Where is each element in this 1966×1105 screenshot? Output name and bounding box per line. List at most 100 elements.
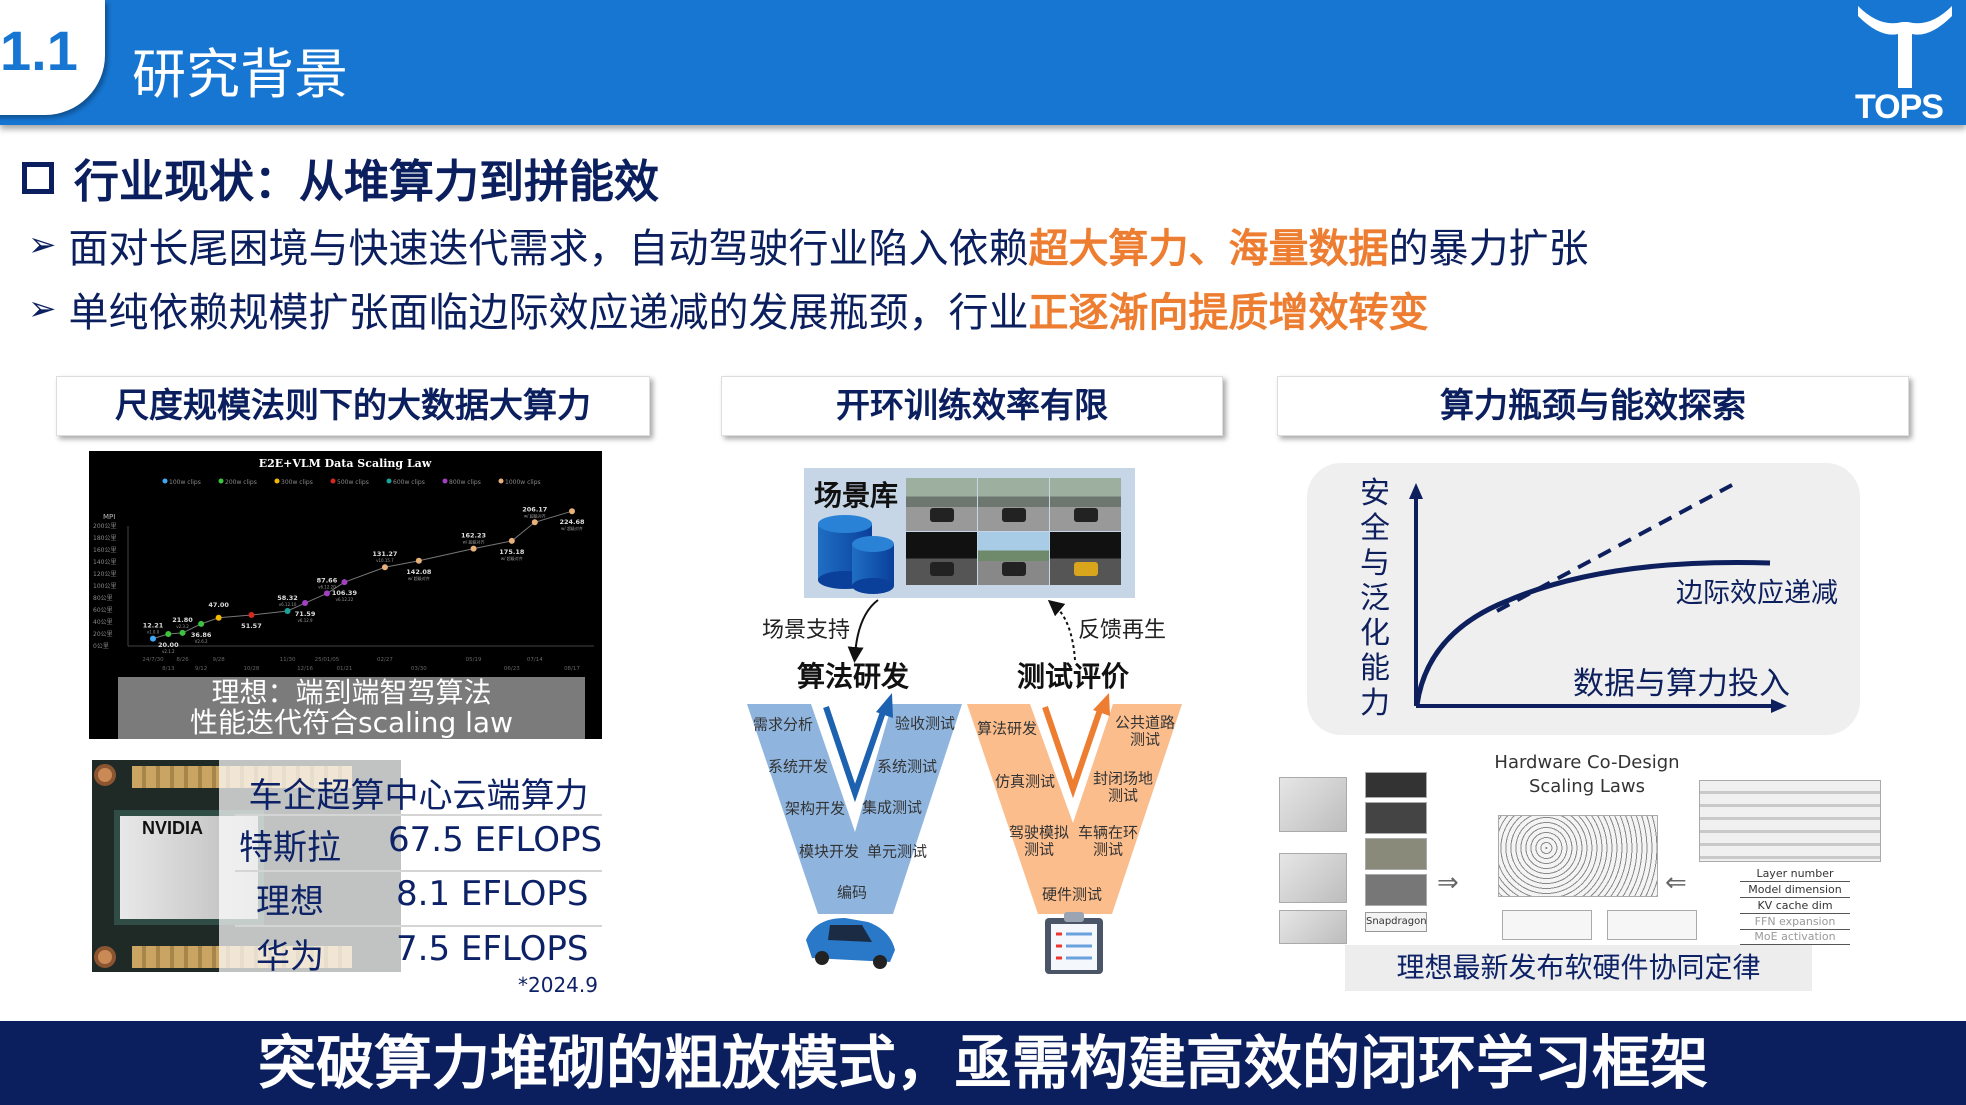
data-label: 106.39	[332, 589, 358, 597]
chart-caption-overlay: 理想：端到端智驾算法 性能迭代符合scaling law	[118, 677, 585, 739]
compute-table-title: 车企超算中心云端算力	[248, 776, 589, 816]
test-eval-label: 测试评价	[1017, 660, 1130, 693]
section-title-scaling: 尺度规模法则下的大数据大算力	[56, 376, 650, 436]
v-label: 验收测试	[894, 714, 956, 733]
car-icon	[806, 918, 895, 969]
page-title: 研究背景	[132, 43, 348, 106]
data-label: 12.21	[143, 622, 164, 630]
bullet-text: 单纯依赖规模扩张面临边际效应递减的发展瓶颈，行业	[68, 290, 1029, 336]
v-label: 测试	[1092, 840, 1124, 859]
data-tag: v1.0.0	[147, 630, 160, 635]
data-label: 20.00	[158, 641, 179, 649]
v-label: 车辆在环	[1077, 823, 1139, 842]
chip-image	[1365, 874, 1427, 906]
data-label: 131.27	[372, 550, 397, 558]
hw-list-item: FFN expansion	[1740, 914, 1850, 930]
scene-thumbnail	[906, 532, 977, 585]
y-tick-label: 0公里	[93, 643, 109, 650]
car-sketch-image	[1279, 777, 1347, 832]
table-divider	[235, 814, 602, 816]
chart-caption-line1: 理想：端到端智驾算法	[211, 676, 492, 709]
flow-arrows	[847, 599, 1076, 663]
section-heading: 行业现状：从堆算力到拼能效	[22, 145, 659, 210]
chip-image	[1365, 772, 1427, 798]
legend-marker	[274, 478, 280, 484]
company-name: 理想	[256, 882, 324, 922]
y-tick-label: 100公里	[93, 583, 116, 590]
x-tick-label: 11/30	[280, 657, 296, 663]
v-label: 测试	[1107, 786, 1139, 805]
y-tick-label: 40公里	[93, 619, 113, 626]
bullet-2: ➢ 单纯依赖规模扩张面临边际效应递减的发展瓶颈，行业正逐渐向提质增效转变	[28, 280, 1429, 338]
blue-v-arrow	[823, 706, 886, 803]
loss-plot-image	[1607, 910, 1697, 940]
company-name: 华为	[256, 937, 324, 977]
arrowhead-icon	[1093, 693, 1110, 716]
data-tag: v6.12.9	[298, 618, 314, 623]
bullet-highlight: 正逐渐向提质增效转变	[1028, 290, 1429, 336]
y-tick-label: 60公里	[93, 607, 113, 614]
x-tick-label: 10/28	[244, 666, 260, 672]
x-tick-label: 12/16	[297, 666, 313, 672]
data-tag: v10.15.7	[376, 558, 394, 563]
scene-library-label: 场景库	[814, 479, 899, 512]
data-point	[284, 608, 291, 615]
compute-value: 8.1 EFLOPS	[396, 874, 589, 914]
data-tag: v6.12.10	[279, 602, 297, 607]
hw-title-1: Hardware Co-Design	[1494, 752, 1680, 773]
compute-value: 67.5 EFLOPS	[388, 820, 603, 860]
arrow-bullet-icon: ➢	[28, 289, 57, 329]
x-tick-label: 8/26	[176, 657, 189, 663]
snapdragon-label: Snapdragon	[1365, 912, 1427, 932]
database-icon	[818, 515, 894, 594]
data-point	[179, 629, 186, 636]
y-tick-label: 140公里	[93, 559, 116, 566]
x-tick-label: 9/28	[212, 657, 225, 663]
data-point	[415, 557, 422, 564]
x-tick-label: 03/30	[411, 666, 427, 672]
scatter-plot-image	[1498, 815, 1658, 897]
phone-sketch-image	[1279, 910, 1347, 944]
scene-thumbnail	[978, 532, 1049, 585]
legend-label: 200w clips	[225, 479, 257, 486]
data-point	[569, 508, 575, 515]
chart-svg: E2E+VLM Data Scaling Law 100w clips 200w c…	[93, 457, 594, 672]
data-label: 87.66	[317, 576, 338, 584]
data-tag: v2.1.2	[162, 649, 175, 654]
legend-label: 1000w clips	[505, 479, 541, 486]
v-label: 系统开发	[767, 757, 829, 776]
v-label: 仿真测试	[994, 772, 1056, 791]
y-axis-label: MPI	[103, 513, 115, 521]
x-tick-label: 06/23	[504, 666, 520, 672]
y-tick-label: 160公里	[93, 547, 116, 554]
table-divider	[235, 870, 602, 872]
legend-label: 100w clips	[169, 479, 201, 486]
hw-list-item: Model dimension	[1740, 882, 1850, 898]
y-tick-label: 80公里	[93, 595, 113, 602]
v-label: 驾驶模拟	[1008, 823, 1070, 842]
legend-marker	[162, 478, 168, 484]
data-tag: v2.3.2	[176, 624, 189, 629]
table-divider	[235, 925, 602, 927]
data-label: 175.18	[499, 548, 525, 556]
saturation-curve	[1414, 559, 1771, 706]
v-label: 模块开发	[798, 842, 860, 861]
blue-v-shape	[747, 704, 962, 914]
company-name: 特斯拉	[239, 828, 341, 868]
algo-dev-label: 算法研发	[797, 660, 910, 693]
section-title-open-loop: 开环训练效率有限	[721, 376, 1223, 436]
data-label: 47.00	[208, 601, 229, 609]
v-label: 集成测试	[861, 798, 923, 817]
diminishing-returns-panel	[1307, 463, 1860, 735]
v-label: 公共道路	[1114, 713, 1176, 732]
v-label: 测试	[1023, 840, 1055, 859]
footer-banner: 突破算力堆砌的粗放模式，亟需构建高效的闭环学习框架	[0, 1021, 1966, 1105]
data-point	[531, 519, 538, 526]
tops-logo-icon	[1858, 6, 1952, 88]
arrowhead-icon	[1409, 483, 1423, 499]
chart-title: E2E+VLM Data Scaling Law	[259, 457, 432, 470]
v-label: 编码	[836, 883, 868, 902]
orange-v-shape	[967, 704, 1182, 914]
data-tag: w/ 超级对齐	[561, 525, 583, 531]
diminishing-returns-curve	[1409, 483, 1787, 713]
